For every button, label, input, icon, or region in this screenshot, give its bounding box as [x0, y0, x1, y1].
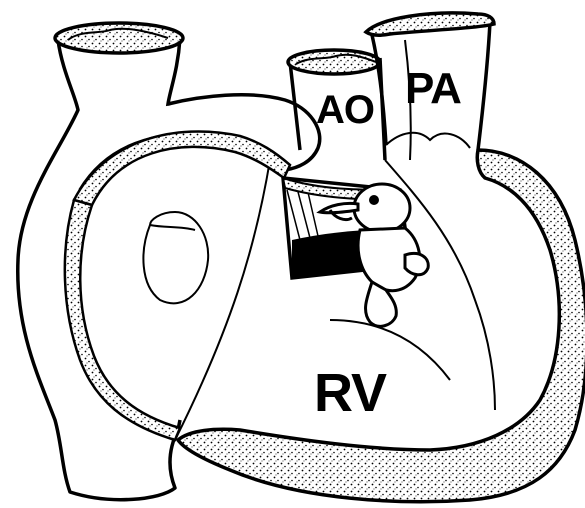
- fossa-ovalis-rim: [150, 225, 195, 230]
- pulmonary-artery-label: PA: [405, 67, 461, 111]
- pulmonary-valve-line: [386, 133, 470, 148]
- vena-cava-opening: [55, 23, 183, 53]
- atrial-septum-line: [175, 160, 270, 440]
- pulmonary-artery-opening: [366, 13, 494, 35]
- rv-left-rim: [65, 200, 180, 440]
- aorta-label: AO: [316, 90, 374, 130]
- right-ventricle-label: RV: [314, 366, 386, 420]
- rv-stippled-rim: [74, 132, 290, 205]
